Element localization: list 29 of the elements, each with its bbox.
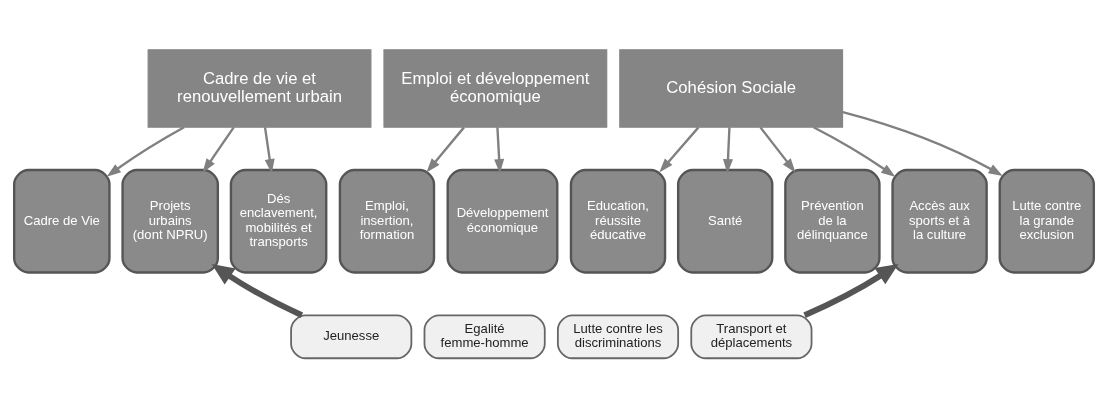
arrow bbox=[263, 126, 275, 173]
node-box: Cadre de Vie bbox=[13, 168, 111, 274]
arrow bbox=[494, 126, 505, 173]
node-box: Accès aux sports et à la culture bbox=[891, 168, 988, 274]
node-box: Dés enclavement, mobilités et transports bbox=[229, 168, 328, 274]
node-box: Projets urbains (dont NPRU) bbox=[121, 168, 220, 274]
node-box: Santé bbox=[676, 168, 774, 274]
node-box: Emploi et développement économique bbox=[383, 48, 608, 128]
arrow bbox=[803, 263, 899, 318]
node-box: Emploi, insertion, formation bbox=[338, 168, 436, 274]
arrow bbox=[106, 125, 185, 177]
node-box: Développement économique bbox=[446, 168, 559, 274]
arrow bbox=[659, 126, 700, 173]
node-box: Transport et déplacements bbox=[690, 313, 813, 359]
arrow bbox=[426, 126, 465, 173]
node-box: Cadre de vie et renouvellement urbain bbox=[147, 48, 372, 128]
node-box: Prévention de la délinquance bbox=[784, 168, 881, 274]
arrow bbox=[722, 126, 733, 173]
node-box: Egalité femme-homme bbox=[423, 313, 546, 359]
node-box: Lutte contre les discriminations bbox=[556, 313, 680, 359]
arrow bbox=[759, 126, 796, 173]
arrow bbox=[842, 110, 1003, 176]
node-box: Jeunesse bbox=[290, 313, 413, 359]
arrow bbox=[813, 125, 896, 177]
arrow bbox=[202, 126, 235, 173]
arrow bbox=[211, 263, 304, 318]
node-box: Education, réussite éducative bbox=[569, 168, 667, 274]
node-box: Cohésion Sociale bbox=[619, 48, 844, 128]
node-box: Lutte contre la grande exclusion bbox=[998, 168, 1095, 274]
